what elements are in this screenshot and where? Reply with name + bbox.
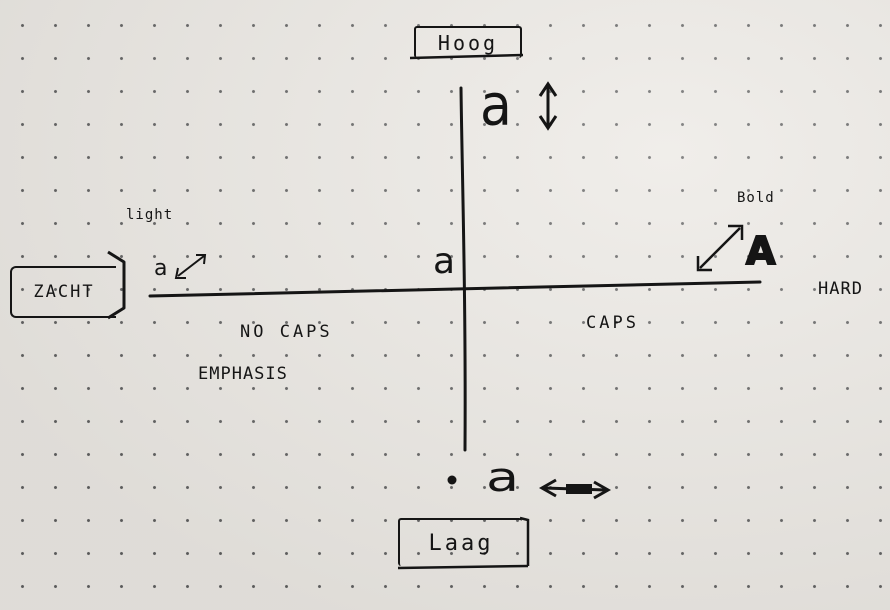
- glyph-center: a: [433, 241, 456, 282]
- bottom-box-underline: [397, 564, 529, 570]
- caps-label: CAPS: [586, 313, 639, 333]
- top-box-underline: [409, 53, 524, 60]
- glyph-left: a: [154, 256, 168, 281]
- bottom-label-box: Laag: [398, 518, 522, 566]
- vertical-double-arrow-icon: [538, 81, 558, 131]
- emphasis-label: EMPHASIS: [198, 364, 288, 384]
- left-box-arrow-tip: [107, 250, 126, 320]
- bold-diagonal-arrow-icon: [696, 224, 744, 272]
- glyph-right: A: [745, 229, 776, 273]
- vertical-axis: [459, 86, 467, 452]
- top-label-box: Hoog: [414, 26, 522, 58]
- bottom-label: Laag: [428, 530, 494, 556]
- top-label: Hoog: [437, 31, 499, 55]
- light-label: light: [126, 207, 174, 223]
- left-label: ZACHT: [33, 282, 95, 302]
- horizontal-axis: [148, 280, 762, 298]
- bold-label: Bold: [737, 190, 775, 206]
- light-diagonal-arrow-icon: [174, 254, 207, 279]
- bottom-dot: [447, 475, 457, 485]
- glyph-top: a: [480, 73, 512, 139]
- glyph-bottom: a: [486, 455, 520, 501]
- no-caps-label: NO CAPS: [240, 322, 333, 342]
- horizontal-double-arrow-icon: [538, 478, 612, 500]
- bottom-box-right-bracket: [519, 516, 530, 566]
- left-label-box: ZACHT: [10, 266, 116, 318]
- right-label: HARD: [818, 279, 863, 299]
